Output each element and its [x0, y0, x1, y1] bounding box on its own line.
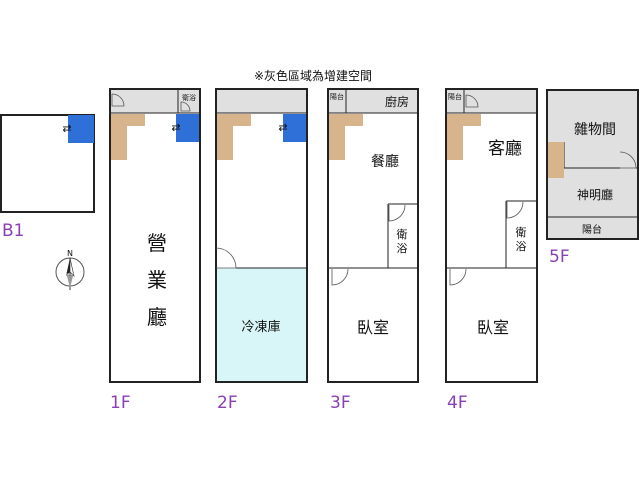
3f-outline	[327, 88, 419, 383]
1f-outline	[109, 88, 201, 383]
4f-bath-char-2: 浴	[516, 240, 527, 253]
b1-elevator	[68, 115, 94, 143]
compass-icon: N	[55, 249, 85, 290]
swap-arrows-icon: ⇄	[171, 121, 180, 134]
door-swing-icon	[388, 204, 406, 222]
compass-north-label: N	[67, 249, 73, 258]
5f-balcony-label: 陽台	[582, 223, 602, 236]
5f-stairs	[548, 142, 564, 178]
door-swing-icon	[111, 93, 125, 107]
2f-cold-storage-label: 冷凍庫	[241, 319, 280, 335]
floor-label-5f: 5F	[549, 247, 570, 267]
4f-balcony-label: 陽台	[448, 92, 462, 101]
legend-note: ※灰色區域為增建空間	[254, 69, 372, 83]
5f-storage-label: 雜物間	[574, 122, 616, 138]
3f-bedroom-label: 臥室	[357, 318, 389, 337]
2f-cold-storage-area	[216, 268, 307, 382]
4f-addition-area	[446, 89, 537, 113]
floor-3f: 陽台 廚房 餐廳 衛 浴 臥室 3F	[327, 88, 419, 413]
2f-elevator	[283, 114, 306, 142]
4f-outline	[445, 88, 538, 383]
door-swing-icon	[619, 151, 637, 169]
floor-label-3f: 3F	[330, 393, 351, 413]
swap-arrows-icon: ⇄	[278, 121, 287, 134]
4f-bath-char-1: 衛	[516, 226, 527, 239]
2f-addition-area	[216, 89, 307, 113]
3f-addition-area	[328, 89, 418, 113]
3f-balcony-label: 陽台	[330, 92, 344, 101]
floor-1f: 衛浴 ⇄ 營 業 廳 1F	[109, 88, 201, 413]
1f-hall-char-2: 業	[147, 268, 167, 292]
1f-hall-char-1: 營	[147, 231, 167, 255]
floor-5f: 雜物間 神明廳 陽台 5F	[546, 89, 639, 267]
1f-addition-area	[110, 89, 200, 113]
1f-hall-char-3: 廳	[147, 305, 167, 329]
door-swing-icon	[449, 268, 467, 286]
door-swing-icon	[331, 268, 349, 286]
3f-kitchen-label: 廚房	[385, 94, 409, 109]
1f-toilet-label: 衛浴	[182, 93, 196, 102]
1f-elevator	[176, 114, 199, 142]
floor-label-1f: 1F	[110, 393, 131, 413]
floor-label-b1: B1	[2, 221, 24, 241]
door-swing-icon	[180, 101, 191, 112]
svg-text:⇄: ⇄	[62, 122, 71, 135]
2f-outline	[215, 88, 308, 383]
floor-label-2f: 2F	[217, 393, 238, 413]
3f-stairs	[329, 114, 363, 160]
swap-arrows-icon: ⇄	[62, 122, 71, 135]
4f-stairs	[447, 114, 481, 160]
4f-bedroom-label: 臥室	[477, 318, 509, 337]
2f-stairs	[217, 114, 251, 160]
3f-dining-label: 餐廳	[371, 153, 399, 170]
5f-outline	[546, 89, 639, 240]
floor-label-4f: 4F	[447, 393, 468, 413]
door-swing-icon	[215, 247, 237, 269]
door-swing-icon	[506, 201, 524, 219]
3f-bath-char-2: 浴	[397, 242, 408, 255]
5f-shrine-label: 神明廳	[577, 187, 613, 202]
door-swing-icon	[465, 94, 479, 108]
1f-stairs	[111, 114, 145, 160]
4f-living-label: 客廳	[488, 139, 522, 159]
floor-b1: ⇄ B1	[0, 114, 95, 241]
floor-2f: ⇄ 冷凍庫 2F	[215, 88, 308, 413]
floor-4f: 陽台 客廳 衛 浴 臥室 4F	[445, 88, 538, 413]
3f-bath-char-1: 衛	[397, 228, 408, 241]
b1-outline	[0, 114, 95, 213]
